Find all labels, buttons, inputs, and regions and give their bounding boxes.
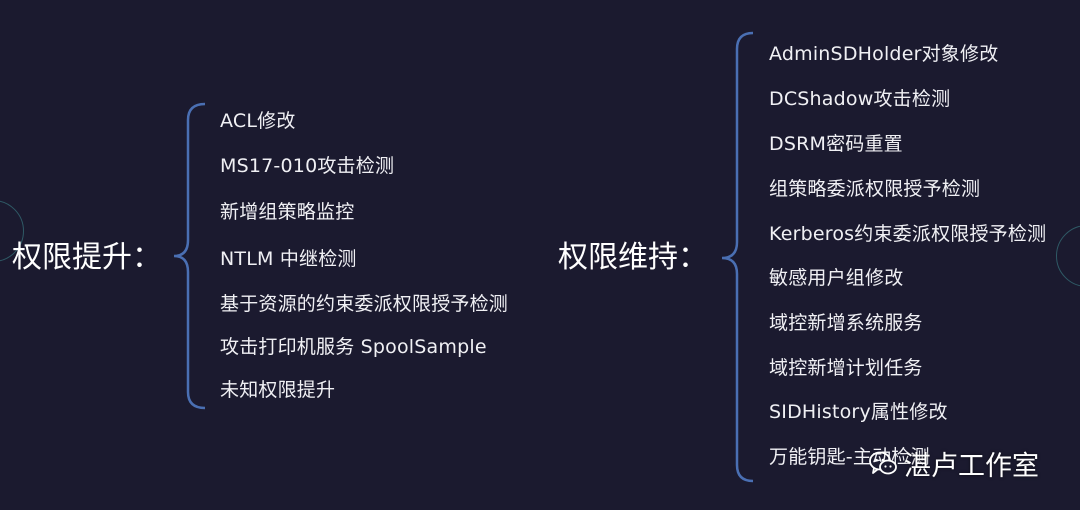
list-item: AdminSDHolder对象修改 — [769, 43, 999, 65]
list-item: 攻击打印机服务 SpoolSample — [220, 336, 487, 358]
list-item: 组策略委派权限授予检测 — [769, 178, 981, 200]
branch-title-privilege-escalation: 权限提升： — [12, 240, 162, 275]
list-item: MS17-010攻击检测 — [220, 155, 395, 177]
watermark: 湛卢工作室 — [868, 444, 1039, 483]
list-item: NTLM 中继检测 — [220, 248, 357, 270]
watermark-text: 湛卢工作室 — [904, 451, 1039, 482]
list-item: DSRM密码重置 — [769, 133, 903, 155]
list-item: SIDHistory属性修改 — [769, 401, 948, 423]
list-item: 敏感用户组修改 — [769, 267, 904, 289]
right-bracket — [721, 31, 754, 483]
list-item: DCShadow攻击检测 — [769, 88, 951, 110]
list-item: 域控新增计划任务 — [769, 357, 923, 379]
left-bracket — [173, 102, 206, 410]
list-item: 域控新增系统服务 — [769, 312, 923, 334]
list-item: 未知权限提升 — [220, 379, 336, 401]
branch-title-persistence: 权限维持： — [558, 240, 708, 275]
list-item: 新增组策略监控 — [220, 201, 355, 223]
list-item: 基于资源的约束委派权限授予检测 — [220, 293, 509, 315]
edge-circle-decoration — [1056, 225, 1080, 287]
wechat-icon — [868, 449, 898, 479]
list-item: ACL修改 — [220, 110, 296, 132]
list-item: Kerberos约束委派权限授予检测 — [769, 223, 1047, 245]
